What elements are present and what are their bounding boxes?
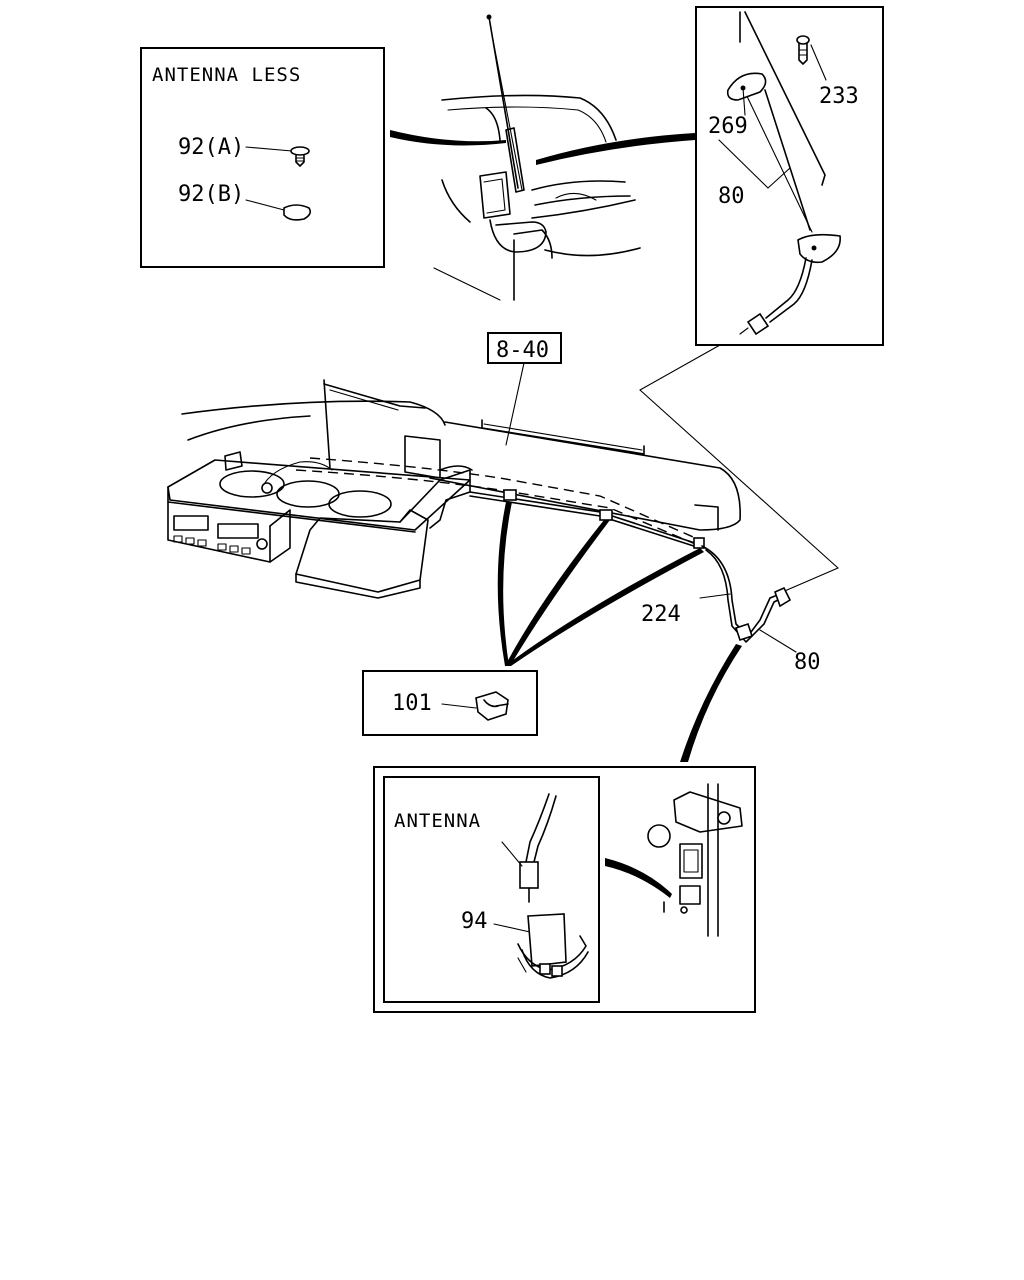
- antenna-base-icon: [726, 72, 767, 101]
- door-panel-view: [647, 783, 743, 937]
- antenna-title: ANTENNA: [394, 810, 481, 832]
- screw-icon: [290, 146, 310, 167]
- lower-mount-icon: [797, 233, 841, 264]
- callout-94: 94: [461, 909, 488, 934]
- harness-clip: [693, 537, 705, 549]
- ref-section-label: 8-40: [496, 338, 549, 363]
- harness-clip: [503, 489, 517, 501]
- radio-unit: [167, 501, 291, 563]
- cable-clip-icon: [475, 691, 509, 721]
- antenna-outer-frame: [373, 766, 756, 1013]
- antenna-connector-panel: ANTENNA 94: [373, 766, 756, 1013]
- antenna-detail-frame: [695, 6, 884, 346]
- callout-80-bottom: 80: [794, 650, 821, 675]
- antenna-inner-frame: [383, 776, 600, 1003]
- clip-frame: [362, 670, 538, 736]
- part-label-92a: 92(A): [178, 135, 244, 160]
- antenna-less-title: ANTENNA LESS: [152, 64, 301, 86]
- dashboard-assembly: [167, 379, 741, 599]
- callout-233: 233: [819, 84, 859, 109]
- plug-cap-icon: [283, 204, 311, 221]
- callout-224: 224: [641, 602, 681, 627]
- antenna-detail-panel: 233 269 80: [695, 6, 884, 346]
- clip-pointer-wedges: [497, 502, 704, 666]
- callout-269: 269: [708, 114, 748, 139]
- part-label-92b: 92(B): [178, 182, 244, 207]
- bolt-icon: [796, 35, 810, 65]
- callout-80-top: 80: [718, 184, 745, 209]
- reference-8-40: 8-40: [487, 332, 562, 446]
- car-pillar-view: [390, 14, 695, 301]
- antenna-less-frame: [140, 47, 385, 268]
- feeder-cable: 224 80: [641, 545, 821, 675]
- harness-clip: [599, 509, 613, 521]
- antenna-holder-icon: [517, 913, 589, 979]
- callout-101: 101: [392, 691, 432, 716]
- antenna-less-panel: ANTENNA LESS 92(A) 92(B): [140, 47, 385, 268]
- antenna-pointer-wedge: [680, 644, 742, 762]
- clip-panel: 101: [362, 670, 538, 736]
